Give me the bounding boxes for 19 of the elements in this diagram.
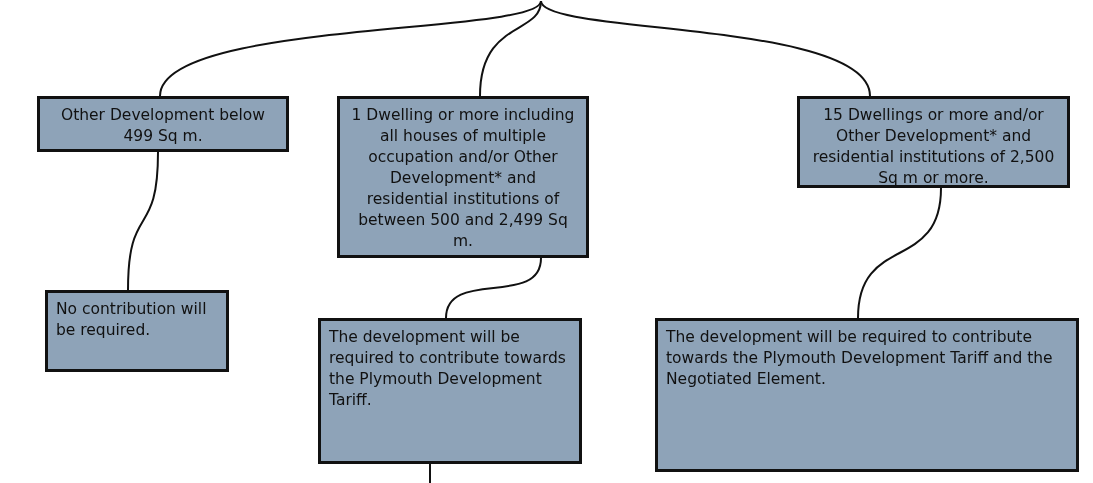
box-text: No contribution will be required.: [56, 299, 208, 341]
brace-connector: [159, 0, 542, 97]
process-box: [655, 318, 1079, 472]
brace-connector: [479, 0, 542, 97]
connector-line: [127, 151, 159, 291]
process-box: [797, 96, 1070, 188]
process-box: [45, 290, 229, 372]
connector-line: [429, 463, 431, 483]
box-text: 15 Dwellings or more and/or Other Development* and residential institutions of 2,500 Sq m or more.: [811, 105, 1056, 189]
box-text: 1 Dwelling or more including all houses of multiple occupation and/or Other Development* and residential institutions of between 500 and 2,499 Sq m.: [350, 105, 576, 252]
connector-line: [445, 257, 542, 319]
brace-connector: [540, 0, 871, 97]
process-box: [337, 96, 589, 258]
process-box: [37, 96, 289, 152]
box-text: The development will be required to contribute towards the Plymouth Development Tariff.: [329, 327, 567, 411]
connector-line: [857, 187, 942, 319]
box-text: Other Development below 499 Sq m.: [59, 105, 267, 147]
process-box: [318, 318, 582, 464]
box-text: The development will be required to contribute towards the Plymouth Development Tariff and the Negotiated Element.: [666, 327, 1054, 390]
